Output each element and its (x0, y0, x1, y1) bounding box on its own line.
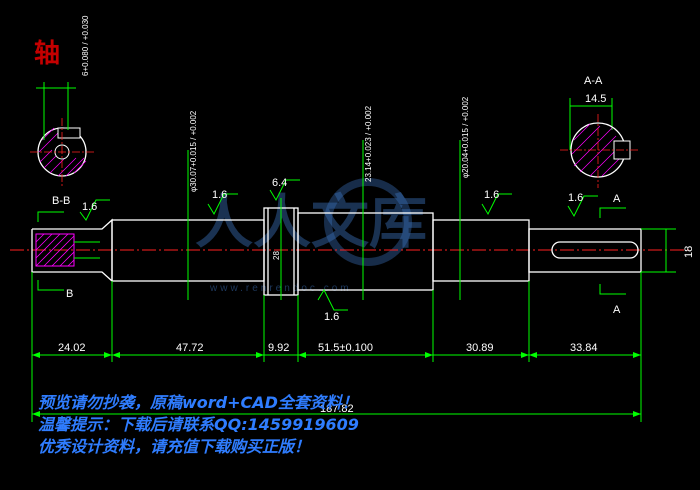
len-total: 187.82 (320, 403, 354, 415)
len-seg1: 24.02 (58, 342, 86, 354)
right-keyway (551, 241, 639, 259)
aa-width-text: 14.5 (585, 93, 606, 105)
roughness-3: 6.4 (272, 177, 287, 189)
right-end-outline (528, 228, 642, 273)
left-key-dim-text: 6+0.080 / +0.030 (81, 15, 90, 76)
roughness-4: 1.6 (324, 311, 339, 323)
len-seg5: 30.89 (466, 342, 494, 354)
section-aa-label: A-A (584, 75, 603, 87)
length-ext-lines (31, 272, 642, 422)
left-section-view: 6+0.080 / +0.030 (30, 15, 94, 186)
cut-a-upper: A (613, 193, 621, 205)
roughness-symbols (79, 179, 598, 311)
len-seg4: 51.5±0.100 (318, 342, 373, 354)
roughness-5: 1.6 (484, 189, 499, 201)
cut-a-lower: A (613, 304, 621, 316)
length-dim-arrows (32, 352, 641, 417)
cut-b-lower: B (66, 288, 73, 300)
end-dia-text: 18 (683, 246, 695, 258)
section-bb-label: B-B (52, 195, 70, 207)
left-hatch-lines (35, 233, 75, 267)
watermark: 人人文库 www.renrendoc.com (195, 178, 427, 294)
note-line-1: 预览请勿抄袭，原稿word+CAD全套资料！ (38, 393, 358, 412)
drawing-title: 轴 (34, 39, 60, 69)
roughness-1: 1.6 (82, 201, 97, 213)
right-section-view: A-A 14.5 (560, 75, 640, 188)
left-hatch (35, 233, 100, 267)
watermark-logo-circle (324, 178, 412, 266)
len-seg2: 47.72 (176, 342, 204, 354)
diameter-dims (187, 140, 676, 300)
left-section-keyslot (57, 127, 81, 139)
watermark-url: www.renrendoc.com (209, 283, 352, 294)
bb-cut-markers (37, 211, 64, 291)
note-line-3: 优秀设计资料，请充值下载购买正版！ (38, 437, 310, 456)
roughness-6: 1.6 (568, 192, 583, 204)
length-dim-lines (32, 354, 641, 415)
note-line-2: 温馨提示：下载后请联系QQ:1459919609 (38, 415, 359, 434)
len-seg6: 33.84 (570, 342, 598, 354)
watermark-text: 人人文库 (195, 188, 427, 256)
aa-cut-markers (599, 207, 626, 295)
dia3-text: φ20.04+0.015 / +0.002 (461, 96, 470, 178)
len-seg3: 9.92 (268, 342, 289, 354)
roughness-2: 1.6 (212, 189, 227, 201)
dia2-text: 23.14+0.023 / +0.002 (364, 105, 373, 182)
dia1-text: φ30.07+0.015 / +0.002 (189, 110, 198, 192)
shoulder-dia-text: 28 (272, 251, 281, 260)
